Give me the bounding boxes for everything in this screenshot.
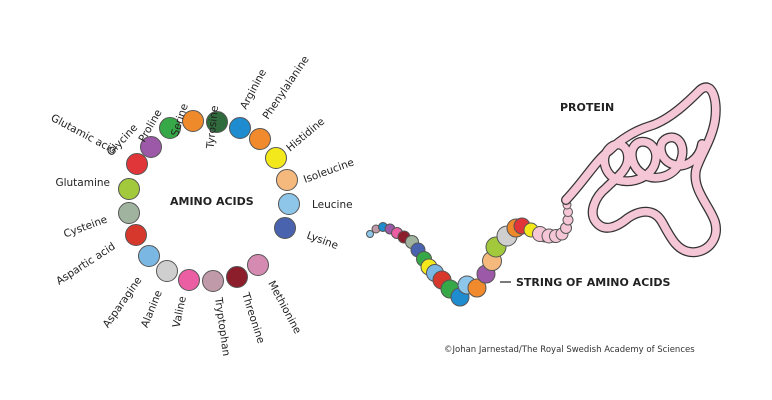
label-tryptophan: Tryptophan bbox=[212, 296, 232, 357]
label-phenylalanine: Phenylalanine bbox=[261, 54, 312, 122]
chain-bead bbox=[467, 278, 487, 298]
bead-leucine bbox=[278, 193, 300, 215]
amino-acid-string bbox=[366, 200, 574, 307]
protein-label: PROTEIN bbox=[560, 101, 614, 114]
label-methionine: Methionine bbox=[265, 279, 303, 336]
amino-acids-caption: AMINO ACIDS bbox=[170, 195, 254, 208]
bead-proline bbox=[159, 117, 181, 139]
label-lysine: Lysine bbox=[305, 230, 340, 252]
label-isoleucine: Isoleucine bbox=[302, 156, 356, 185]
credit-text: ©Johan Jarnestad/The Royal Swedish Acade… bbox=[444, 345, 695, 355]
label-alanine: Alanine bbox=[139, 289, 165, 330]
bead-tryptophan bbox=[202, 270, 224, 292]
label-valine: Valine bbox=[171, 295, 189, 329]
bead-cysteine bbox=[118, 202, 140, 224]
label-tyrosine: Tyrosine bbox=[204, 105, 221, 150]
label-leucine: Leucine bbox=[312, 199, 353, 211]
label-aspartic-acid: Aspartic acid bbox=[54, 240, 118, 287]
bead-glutamic-acid bbox=[126, 153, 148, 175]
label-arginine: Arginine bbox=[238, 67, 269, 111]
label-histidine: Histidine bbox=[284, 116, 327, 155]
bead-glutamine bbox=[118, 178, 140, 200]
bead-aspartic-acid bbox=[125, 224, 147, 246]
label-glutamic-acid: Glutamic acid bbox=[49, 112, 118, 157]
label-glutamine: Glutamine bbox=[55, 177, 110, 189]
protein-backbone bbox=[562, 83, 720, 256]
bead-valine bbox=[178, 269, 200, 291]
bead-glycine bbox=[140, 136, 162, 158]
bead-lysine bbox=[274, 217, 296, 239]
protein-fold bbox=[561, 82, 721, 258]
bead-methionine bbox=[247, 254, 269, 276]
bead-arginine bbox=[229, 117, 251, 139]
bead-asparagine bbox=[138, 245, 160, 267]
bead-tyrosine bbox=[206, 111, 228, 133]
bead-threonine bbox=[226, 266, 248, 288]
bead-isoleucine bbox=[276, 169, 298, 191]
bead-phenylalanine bbox=[249, 128, 271, 150]
string-of-amino-acids-label: STRING OF AMINO ACIDS bbox=[516, 276, 670, 289]
label-threonine: Threonine bbox=[239, 290, 267, 345]
bead-histidine bbox=[265, 147, 287, 169]
label-asparagine: Asparagine bbox=[101, 275, 145, 330]
chain-bead bbox=[366, 230, 374, 238]
bead-serine bbox=[182, 110, 204, 132]
bead-alanine bbox=[156, 260, 178, 282]
label-cysteine: Cysteine bbox=[62, 214, 109, 241]
